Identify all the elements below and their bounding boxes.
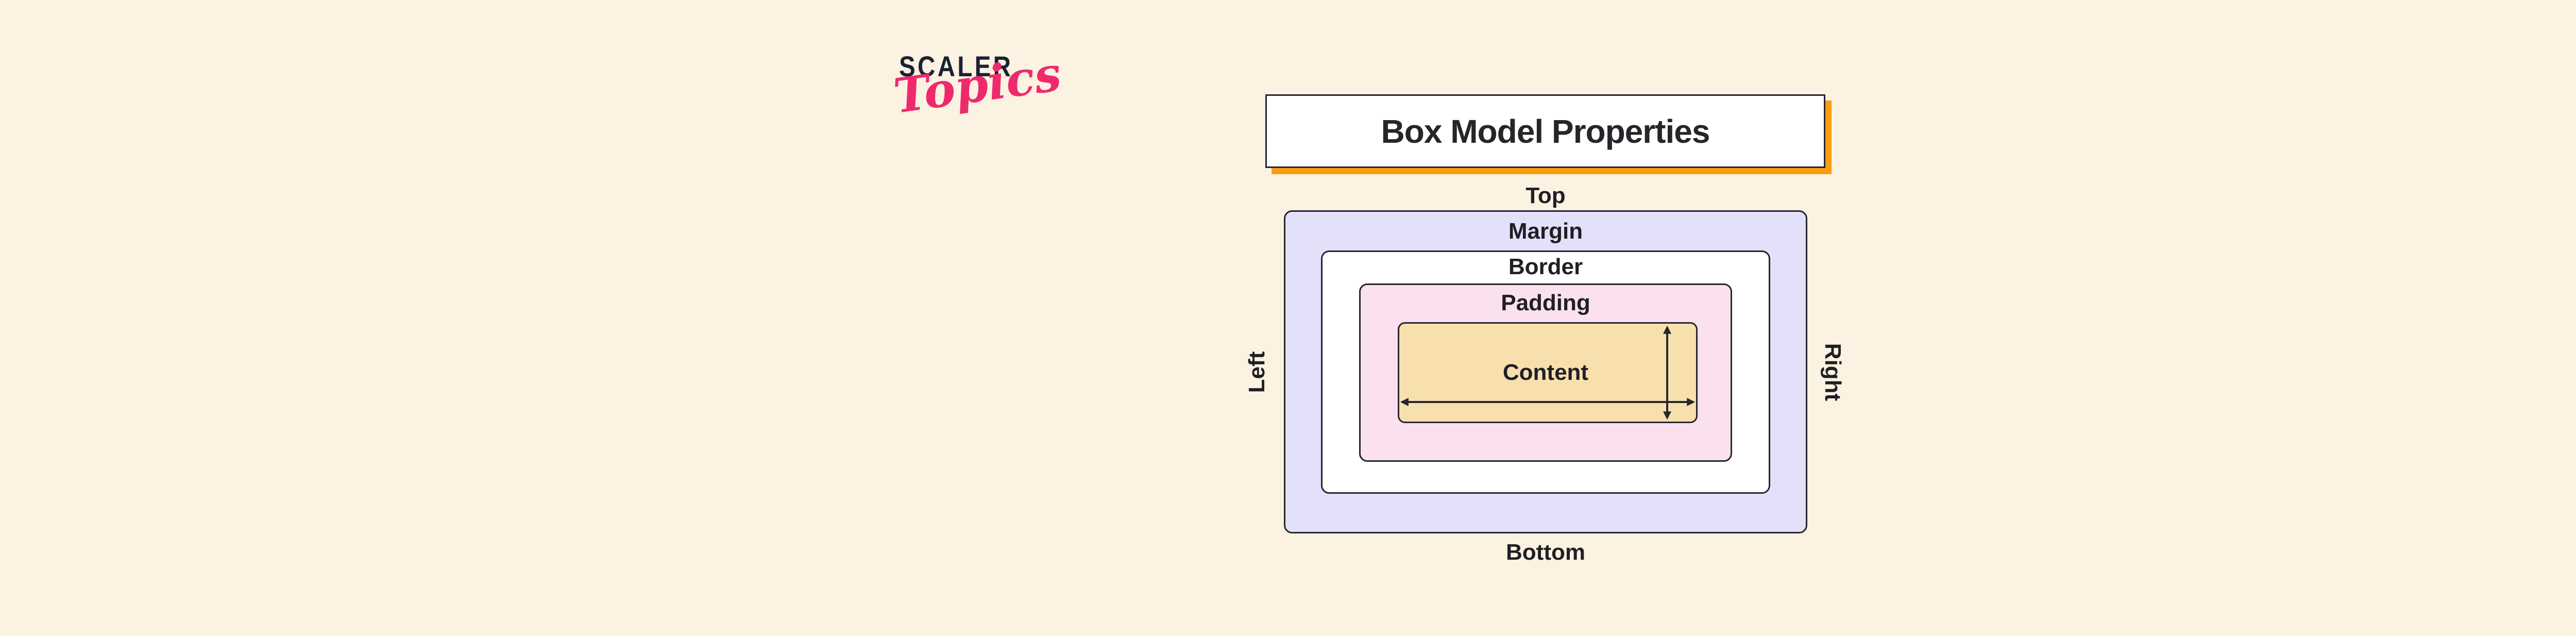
label-padding: Padding [1501, 290, 1590, 315]
label-top: Top [1526, 183, 1566, 208]
label-content: Content [1502, 360, 1589, 385]
label-left: Left [1244, 351, 1269, 393]
label-margin: Margin [1508, 219, 1583, 244]
logo-brand-text: SCALER [899, 50, 1013, 82]
label-right: Right [1820, 343, 1845, 401]
dimension-arrows [1400, 325, 1696, 420]
title-banner: Box Model Properties [1265, 94, 1825, 168]
page-title: Box Model Properties [1381, 112, 1710, 150]
scaler-topics-logo: SCALER Topics [886, 46, 1064, 149]
label-bottom: Bottom [1506, 540, 1585, 565]
content-box [1398, 322, 1698, 423]
label-border: Border [1508, 254, 1583, 279]
